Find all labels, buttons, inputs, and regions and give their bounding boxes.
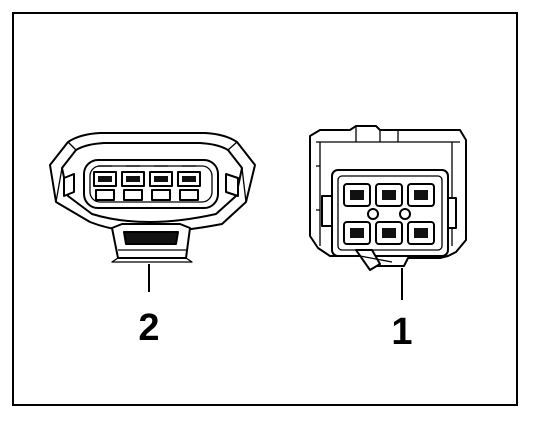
connector-2-icon bbox=[49, 132, 256, 292]
callout-2-label: 2 bbox=[138, 307, 159, 349]
figure-frame bbox=[12, 12, 518, 406]
callout-1-label: 1 bbox=[391, 311, 412, 353]
connector-1-icon bbox=[309, 125, 467, 300]
